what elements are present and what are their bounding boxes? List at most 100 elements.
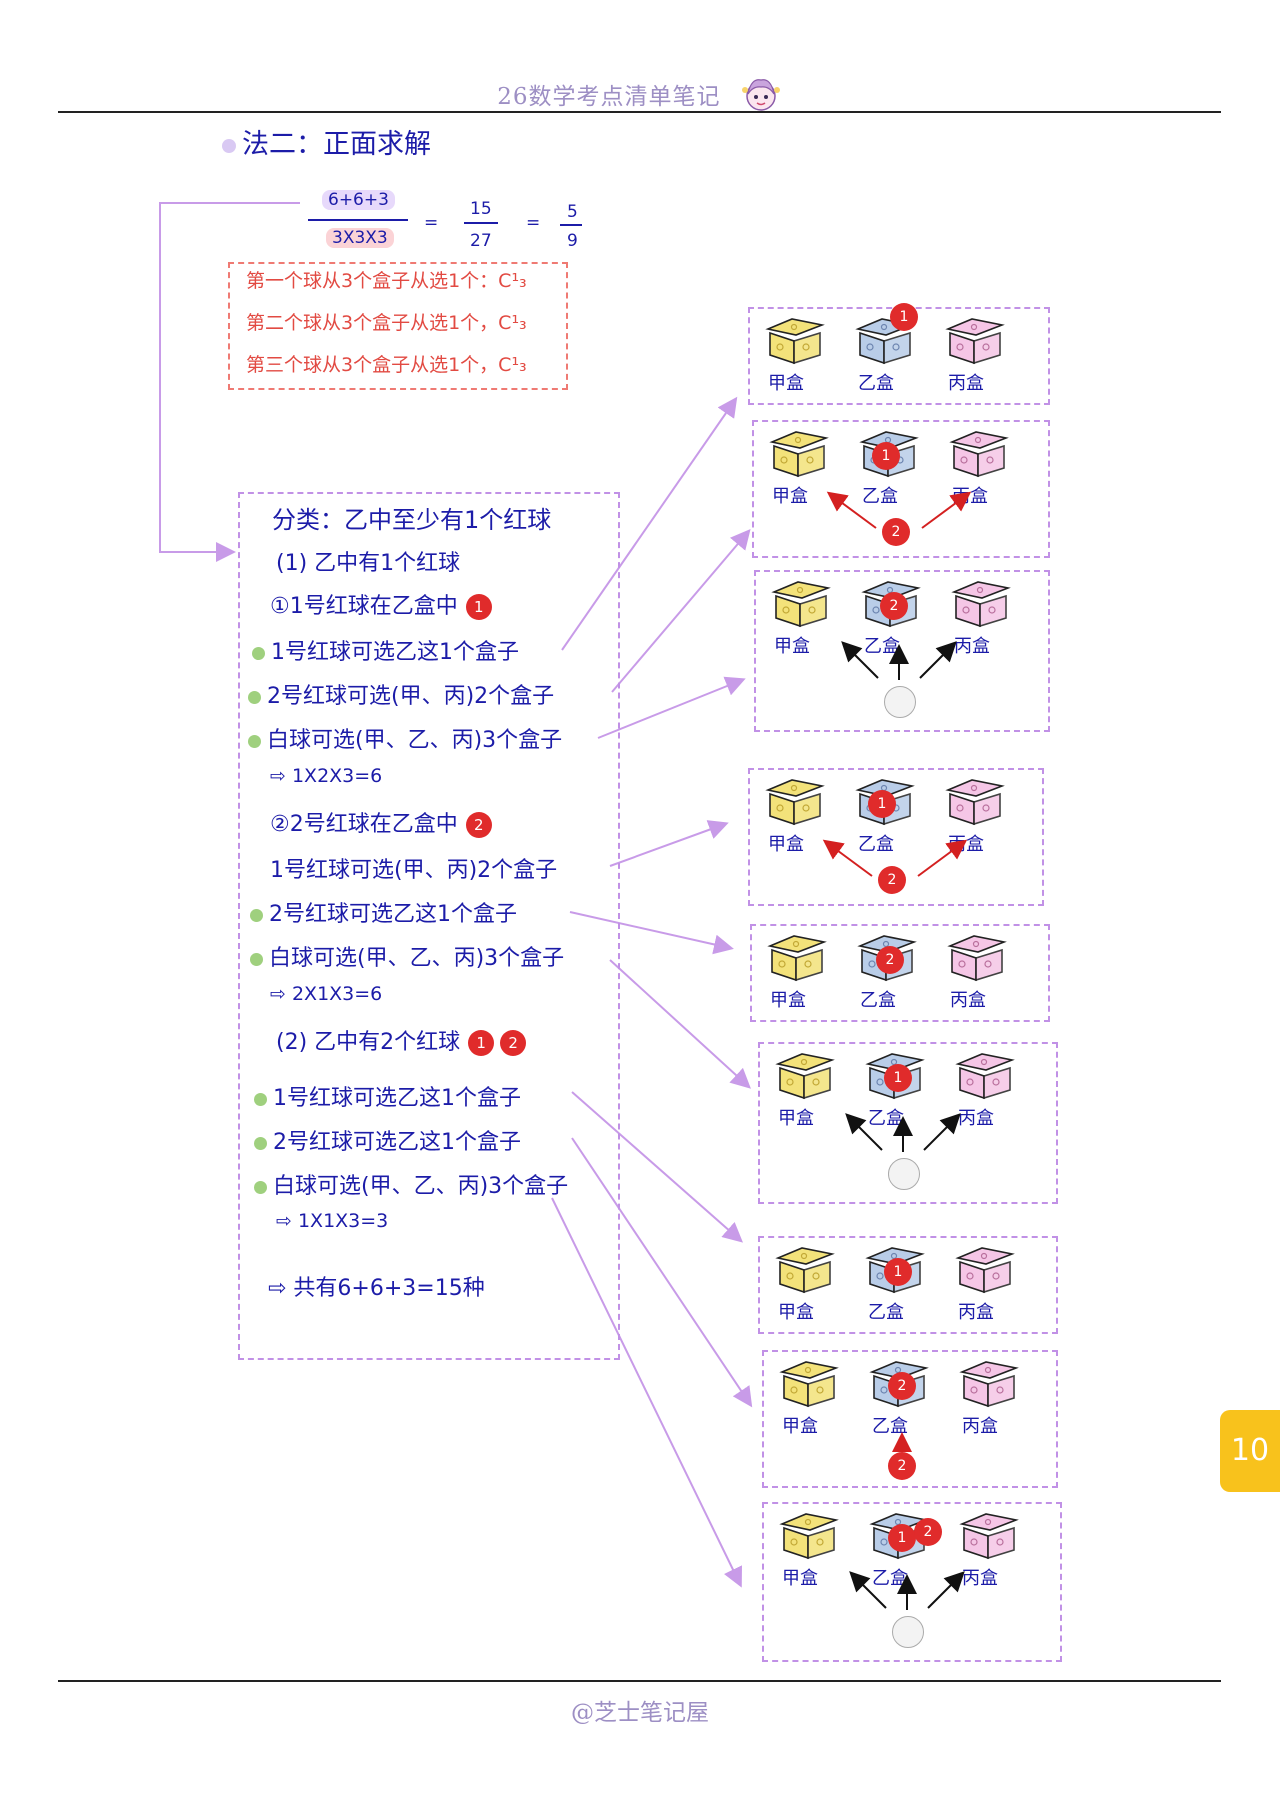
black-arrows [845,1113,961,1152]
white-ball-icon [888,1158,920,1190]
box-figure [764,776,826,830]
explanation-line-3: 第三个球从3个盒子从选1个，C¹₃ [246,354,527,376]
sub2-line-3: 白球可选(甲、乙、丙)3个盒子 [250,940,564,972]
red-ball-icon: 2 [880,592,908,620]
red-ball-icon: 1 [884,1064,912,1092]
red-ball-icon: 2 [888,1372,916,1400]
box-figure [778,1510,840,1564]
sub2-line-2: 2号红球可选乙这1个盒子 [250,896,517,928]
yellow-box-icon [779,1513,839,1560]
red-ball-icon: 2 [914,1518,942,1546]
sub1-line-1-text: 1号红球可选乙这1个盒子 [271,640,519,665]
box-figure [946,932,1008,986]
box-figure [954,1244,1016,1298]
sub1-line-2: 2号红球可选(甲、丙)2个盒子 [248,678,554,710]
box-label-yi: 乙盒 [858,834,894,855]
box-label-bing: 丙盒 [954,636,990,657]
green-bullet-icon [248,690,261,704]
red-ball-icon: 1 [888,1524,916,1552]
red-ball-icon: 2 [878,866,906,894]
sub1-result: ⇨ 1X2X3=6 [270,765,383,787]
black-arrows [841,641,957,680]
red-ball-icon: 2 [888,1452,916,1480]
green-bullet-icon [252,646,265,660]
mascot-icon [741,79,780,111]
fraction-denominator: 3X3X3 [326,228,394,248]
green-bullet-icon [254,1180,267,1194]
yellow-box-icon [765,318,825,365]
header-title: 26数学考点清单笔记 [497,84,721,110]
sub2-line-1: 1号红球可选(甲、丙)2个盒子 [270,858,558,883]
red-ball-icon: 2 [882,518,910,546]
box-figure [948,428,1010,482]
bullet-dot-icon [222,138,236,153]
box-figure [958,1358,1020,1412]
box-label-jia: 甲盒 [768,834,804,855]
arrow-case2-line3 [551,1197,742,1588]
pink-box-icon [945,318,1005,365]
box-label-bing: 丙盒 [962,1568,998,1589]
box-label-jia: 甲盒 [778,1108,814,1129]
yellow-box-icon [767,935,827,982]
green-bullet-icon [254,1136,267,1150]
sub1-line-2-text: 2号红球可选(甲、丙)2个盒子 [267,684,555,709]
case2-line-3: 白球可选(甲、乙、丙)3个盒子 [254,1168,568,1200]
yellow-box-icon [769,431,829,478]
arrow-sub2-line3 [609,959,751,1089]
sub1-line-1: 1号红球可选乙这1个盒子 [252,634,519,666]
sub1-heading-text: ①1号红球在乙盒中 [270,594,458,619]
pink-box-icon [945,779,1005,826]
box-figure [854,315,916,369]
pink-box-icon [951,581,1011,628]
box-figure [954,1050,1016,1104]
red-ball-icon: 1 [890,303,918,331]
yellow-box-icon [775,1247,835,1294]
fraction3-numerator: 5 [567,202,578,222]
case2-line-1-text: 1号红球可选乙这1个盒子 [273,1086,521,1111]
pink-box-icon [955,1053,1015,1100]
pink-box-icon [947,935,1007,982]
box-label-bing: 丙盒 [948,373,984,394]
box-label-jia: 甲盒 [774,636,810,657]
fraction-bar [308,219,408,221]
section-title: 法二：正面求解 [222,122,431,161]
red-ball-icon: 2 [465,812,492,838]
box-label-jia: 甲盒 [768,373,804,394]
section-title-text: 法二：正面求解 [242,129,431,160]
box-figure [766,932,828,986]
box-label-yi: 乙盒 [872,1416,908,1437]
box-figure [774,1050,836,1104]
white-ball-icon [884,686,916,718]
box-label-bing: 丙盒 [958,1108,994,1129]
pink-box-icon [955,1247,1015,1294]
box-figure [774,1244,836,1298]
box-figure [764,315,826,369]
box-label-bing: 丙盒 [962,1416,998,1437]
box-figure [770,578,832,632]
sub2-line-3-text: 白球可选(甲、乙、丙)3个盒子 [269,946,565,971]
fraction3-bar [560,224,582,226]
red-ball-icon: 1 [872,442,900,470]
box-label-jia: 甲盒 [782,1568,818,1589]
sub2-heading-text: ②2号红球在乙盒中 [270,812,458,837]
header-rule [58,111,1221,113]
footer-credit: @芝士笔记屋 [571,1700,709,1726]
green-bullet-icon [250,952,263,966]
red-ball-icon: 2 [876,946,904,974]
red-ball-icon: 1 [468,1030,495,1056]
box-figure [944,315,1006,369]
page-number-tab: 10 [1220,1410,1280,1492]
bracket-connector [159,202,300,562]
arrow-sub1-line1 [561,396,738,651]
box-label-bing: 丙盒 [958,1302,994,1323]
case2-line-2-text: 2号红球可选乙这1个盒子 [273,1130,521,1155]
yellow-box-icon [775,1053,835,1100]
case2-result: ⇨ 1X1X3=3 [276,1210,389,1232]
